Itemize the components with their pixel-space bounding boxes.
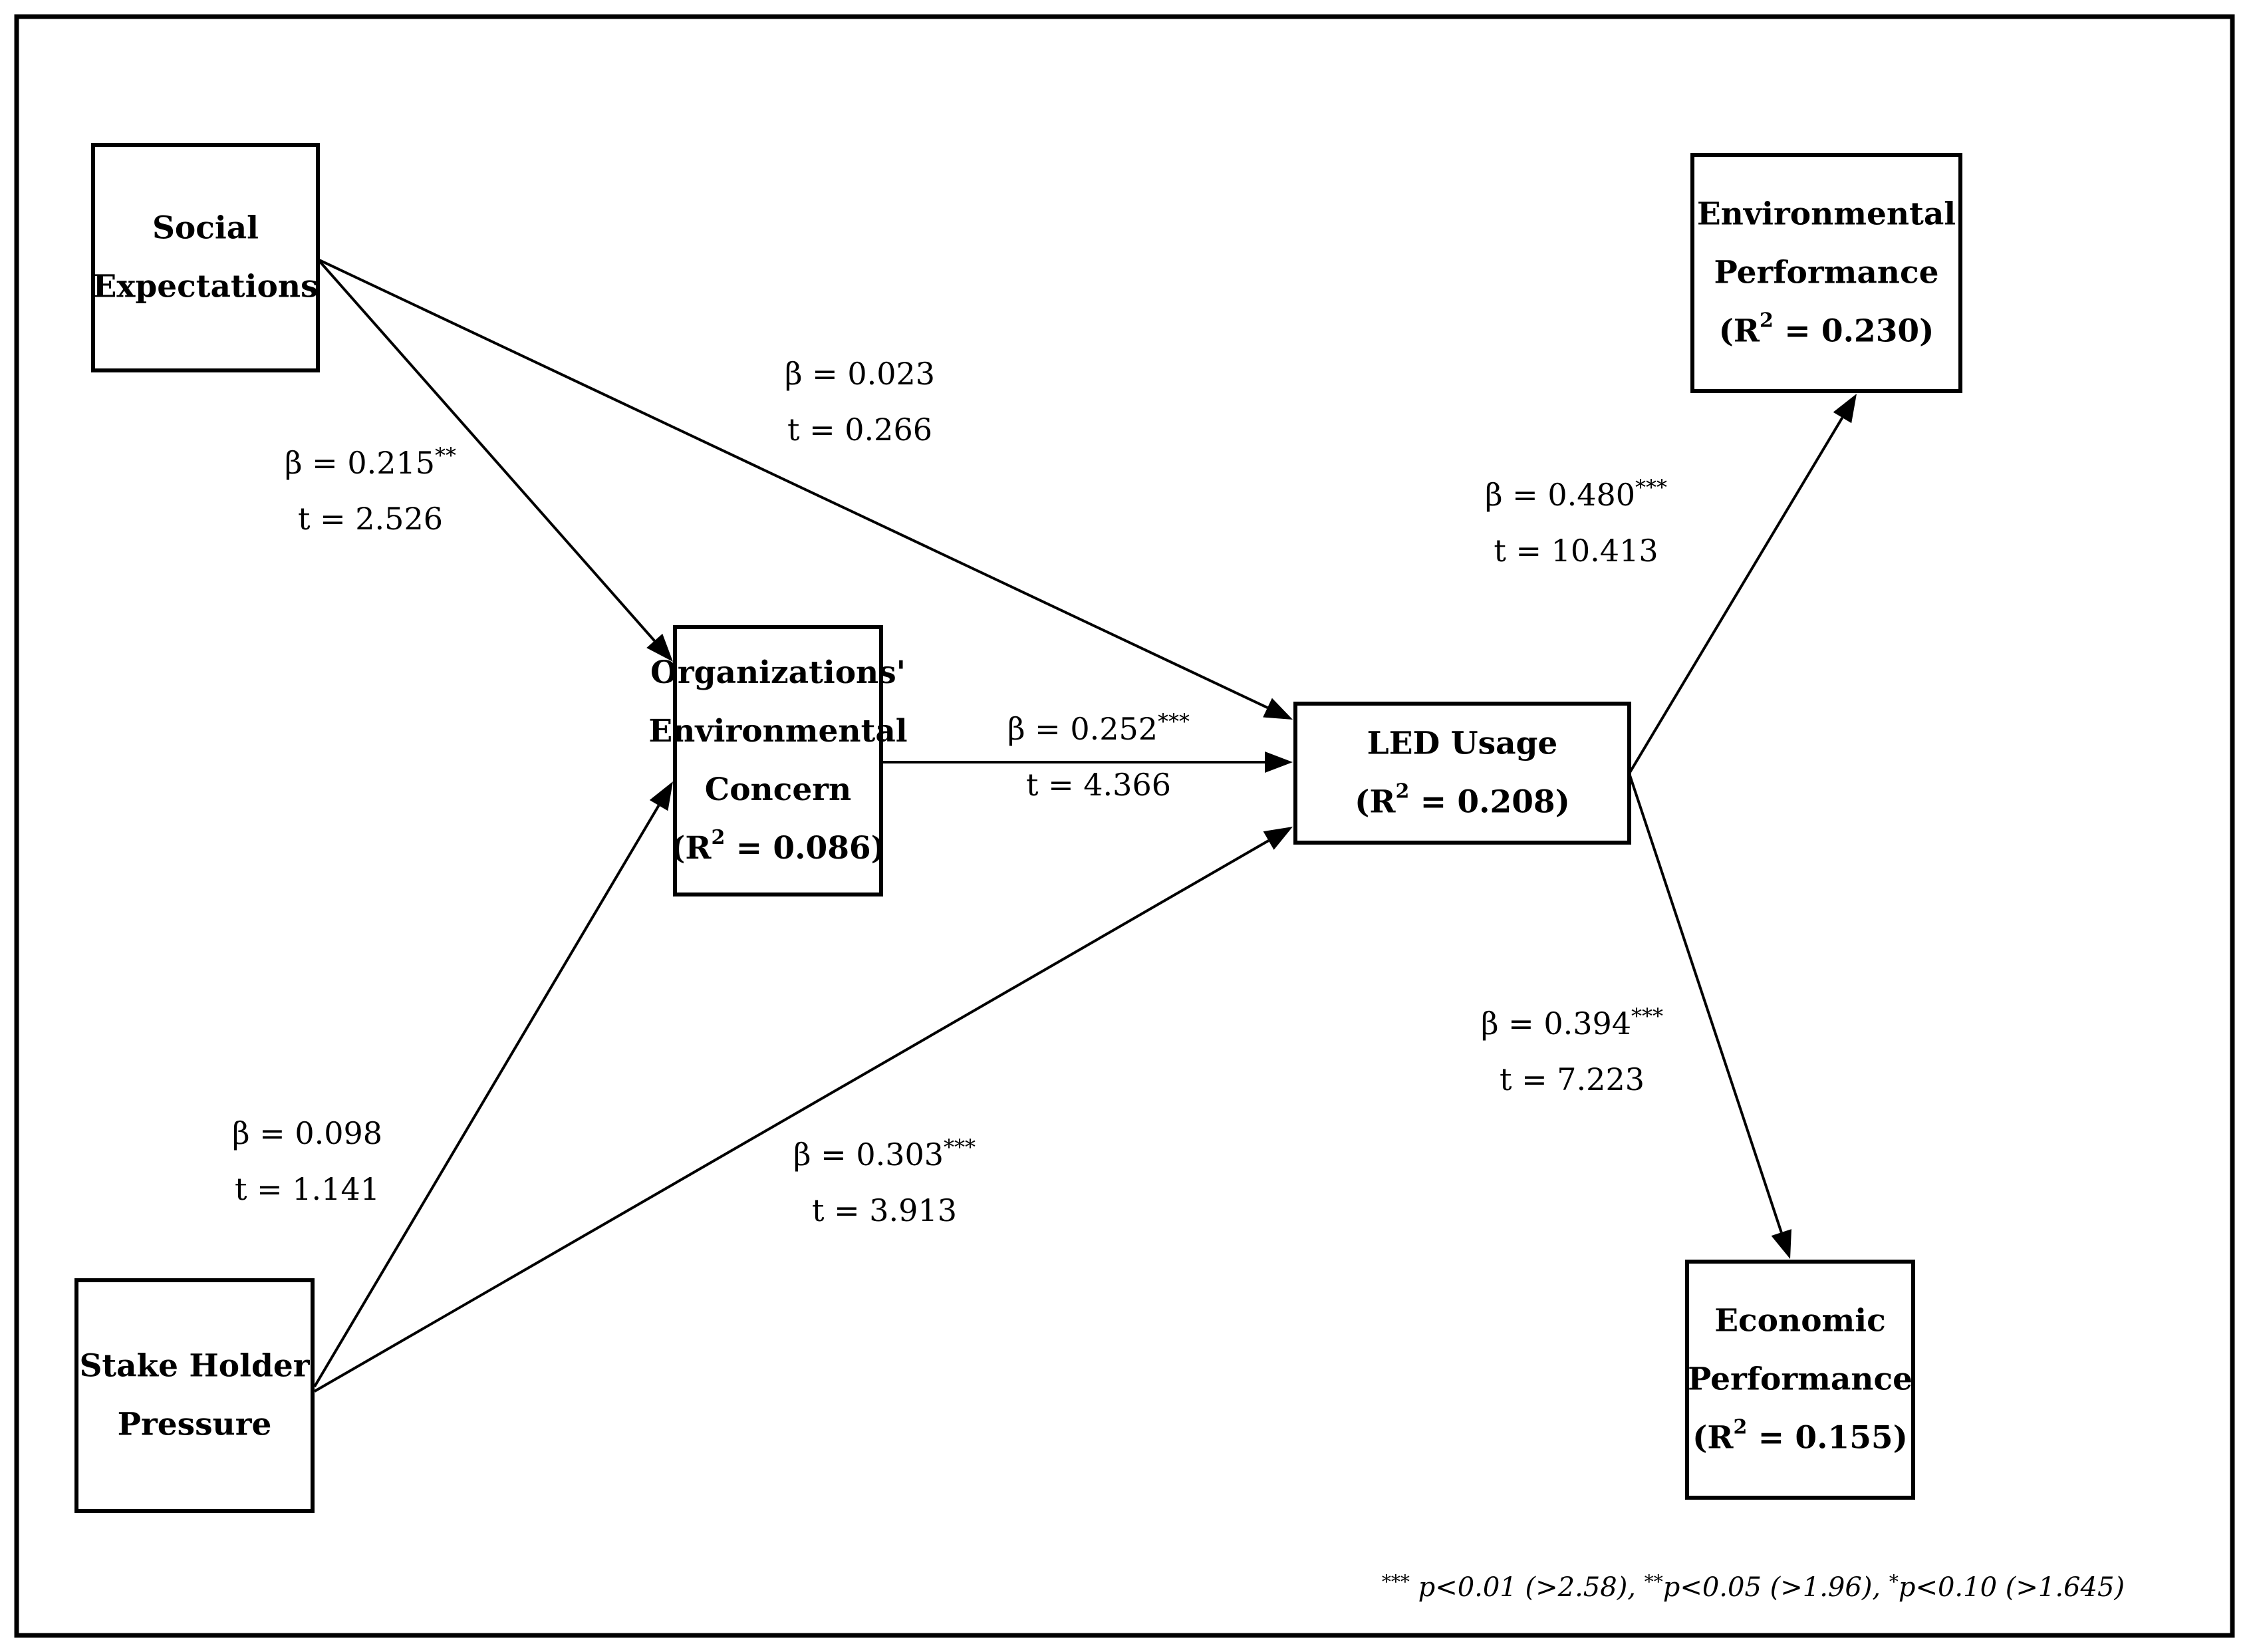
edge-se-to-oec: β = 0.215** t = 2.526: [285, 258, 673, 662]
edge-t-label: t = 2.526: [298, 501, 443, 537]
arrowhead-icon: [1265, 752, 1293, 773]
arrowhead-icon: [1263, 827, 1293, 850]
node-label: Environmental: [1697, 196, 1956, 233]
node-label: Concern: [705, 771, 851, 808]
node-box-stakeholder-pressure: [74, 1278, 315, 1513]
node-label: Environmental: [648, 713, 907, 750]
edge-led-to-ep: β = 0.480*** t = 10.413: [1485, 394, 1857, 775]
node-r2-label: (R2 = 0.230): [1719, 309, 1934, 350]
edge-oec-to-led: β = 0.252*** t = 4.366: [881, 709, 1293, 803]
node-box-social-expectations: [91, 143, 320, 372]
arrowhead-icon: [1263, 698, 1293, 720]
edge-t-label: t = 1.141: [235, 1171, 380, 1207]
edge-t-label: t = 7.223: [1500, 1061, 1645, 1097]
node-label: Stake Holder: [79, 1348, 310, 1385]
node-led-usage: LED Usage (R2 = 0.208): [1293, 702, 1631, 845]
node-r2-label: (R2 = 0.208): [1355, 780, 1570, 821]
figure-border: [14, 14, 2235, 1638]
edge-beta-label: β = 0.023: [785, 356, 935, 392]
node-box-env-performance: [1690, 153, 1962, 393]
edge-se-to-led: β = 0.023 t = 0.266: [317, 258, 1293, 720]
edge-line-se-to-led: [317, 258, 1268, 709]
node-box-org-env-concern: [673, 625, 883, 896]
node-label: Expectations: [93, 269, 319, 305]
edge-beta-label: β = 0.252***: [1007, 709, 1190, 747]
edge-t-label: t = 3.913: [812, 1192, 957, 1228]
arrowhead-icon: [1833, 394, 1857, 424]
significance-footnote: *** p<0.01 (>2.58), **p<0.05 (>1.96), *p…: [1382, 1571, 2125, 1603]
edge-t-label: t = 10.413: [1494, 533, 1658, 569]
arrowhead-icon: [649, 781, 673, 811]
edge-line-shp-to-oec: [313, 805, 660, 1388]
edge-beta-label: β = 0.215**: [285, 443, 456, 481]
node-label: Social: [152, 210, 259, 247]
edge-line-se-to-oec: [317, 258, 656, 642]
edge-t-label: t = 4.366: [1026, 767, 1171, 803]
edge-line-led-to-ep: [1628, 417, 1844, 775]
node-label: Pressure: [118, 1407, 272, 1443]
node-label: Economic: [1714, 1303, 1886, 1339]
node-label: Performance: [1714, 255, 1939, 291]
node-label: LED Usage: [1367, 726, 1558, 762]
node-r2-label: (R2 = 0.155): [1692, 1416, 1908, 1456]
edge-line-led-to-ecp: [1628, 773, 1783, 1233]
node-label: Performance: [1688, 1361, 1913, 1398]
arrowhead-icon: [646, 633, 673, 662]
node-box-led-usage: [1293, 702, 1631, 845]
edge-shp-to-oec: β = 0.098 t = 1.141: [232, 781, 673, 1388]
node-r2-label: (R2 = 0.086): [670, 826, 886, 867]
node-label: Organizations': [650, 654, 906, 691]
edge-line-shp-to-led: [314, 839, 1269, 1393]
edge-led-to-ecp: β = 0.394*** t = 7.223: [1481, 773, 1791, 1259]
edge-beta-label: β = 0.480***: [1485, 475, 1667, 513]
edge-beta-label: β = 0.394***: [1481, 1004, 1663, 1041]
node-box-econ-performance: [1685, 1260, 1915, 1500]
edge-shp-to-led: β = 0.303*** t = 3.913: [314, 827, 1293, 1393]
edge-beta-label: β = 0.098: [232, 1115, 382, 1151]
arrowhead-icon: [1771, 1229, 1791, 1259]
edge-t-label: t = 0.266: [787, 412, 932, 448]
edge-beta-label: β = 0.303***: [793, 1135, 976, 1172]
